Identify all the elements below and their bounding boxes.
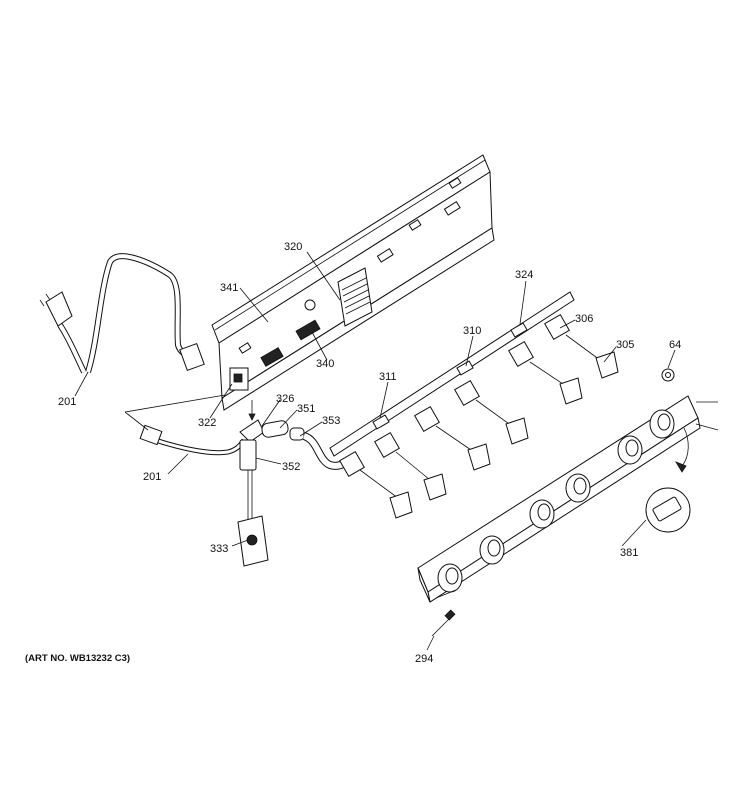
leader-lines [74,251,676,651]
screws-294 [431,401,719,637]
valve-6 [544,314,619,379]
callout-353: 353 [322,415,340,427]
valve-2 [374,432,447,501]
callout-64: 64 [669,339,681,351]
part-64-nut [661,368,675,382]
valve-5 [508,341,583,405]
callout-201-lower: 201 [143,471,161,483]
badge-381-detail [645,427,691,533]
callout-310: 310 [463,325,481,337]
knob-2 [479,535,505,565]
callout-322: 322 [198,417,216,429]
knob-6 [649,409,675,439]
terminal-block-320 [337,267,373,327]
callout-294: 294 [415,653,433,665]
valve-4 [454,380,529,445]
callout-351: 351 [297,403,315,415]
control-knobs [437,409,675,593]
art-number: (ART NO. WB13232 C3) [25,653,130,664]
power-cord-upper [39,253,205,374]
callout-324: 324 [515,269,533,281]
callout-381: 381 [620,547,638,559]
knob-4 [565,473,591,503]
valve-3 [414,406,491,471]
callout-341: 341 [220,282,238,294]
callout-333: 333 [210,543,228,555]
burner-valves [339,314,619,519]
knob-3 [529,499,555,529]
callout-340: 340 [316,358,334,370]
callout-201-upper: 201 [58,396,76,408]
callout-306: 306 [575,313,593,325]
callout-311: 311 [379,371,397,383]
callout-352: 352 [282,461,300,473]
callout-326: 326 [276,393,294,405]
bracket-322 [229,367,249,391]
connector-340 [260,319,321,367]
callout-305: 305 [616,339,634,351]
knob-1 [437,563,463,593]
valve-1 [339,451,413,519]
regulator-assembly [237,400,354,567]
callout-320: 320 [284,241,302,253]
knob-5 [617,435,643,465]
callout-labels: 201 320 341 340 322 326 351 353 352 201 … [58,241,681,665]
